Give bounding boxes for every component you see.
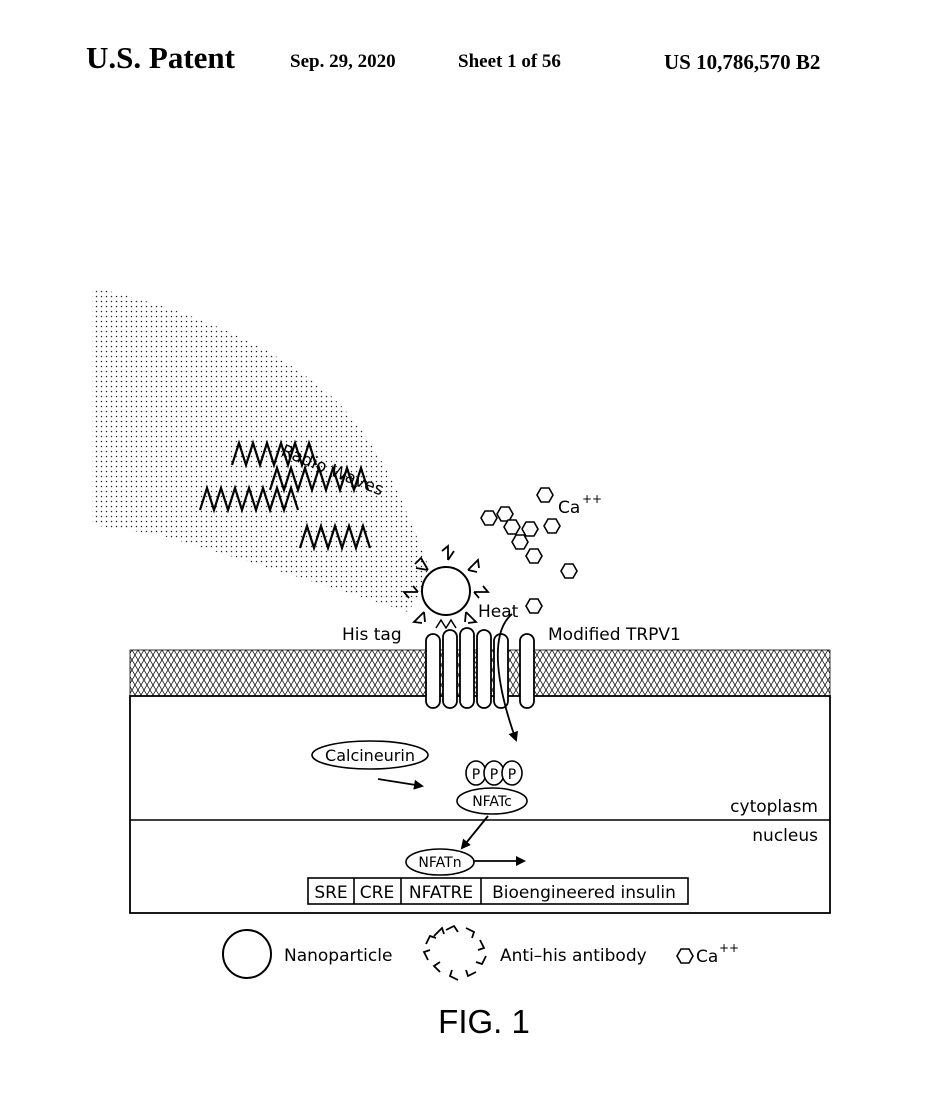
heat-arrow: [496, 613, 518, 742]
radio-wave-beam: [92, 287, 432, 612]
nucleus-label: nucleus: [752, 826, 818, 846]
trpv1-label: Modified TRPV1: [548, 625, 681, 645]
radio-wave-lines: [198, 439, 372, 552]
phosphate-groups: P P P: [465, 760, 523, 786]
translocation-arrow: [460, 815, 489, 850]
nfatn-label: NFATn: [418, 855, 461, 871]
gene-box-sre: SRE: [314, 883, 347, 903]
ca-ion: [496, 506, 514, 522]
ca-ion: [560, 563, 578, 579]
heat-label: Heat: [478, 602, 519, 622]
patent-date: Sep. 29, 2020: [290, 51, 396, 72]
nanoparticle: [421, 566, 471, 616]
phosphate-label: P: [490, 767, 498, 783]
gene-construct: SRE CRE NFATRE Bioengineered insulin: [307, 877, 689, 905]
ca-ion: [536, 487, 554, 503]
legend-nanoparticle-icon: [222, 929, 272, 979]
ca-label-top: Ca ++: [558, 492, 602, 518]
calcineurin-label: Calcineurin: [325, 746, 415, 765]
legend-antibody-label: Anti–his antibody: [500, 946, 647, 966]
legend-ca-icon: [676, 948, 694, 964]
radio-wave-line-2: [268, 464, 370, 494]
legend-ca-superscript: ++: [719, 941, 739, 955]
nfatc-label: NFATc: [472, 794, 512, 810]
figure-caption: FIG. 1: [438, 1003, 530, 1040]
nanoparticle-complex: [402, 544, 490, 630]
cytoplasm-label: cytoplasm: [730, 797, 818, 817]
ca-superscript: ++: [582, 492, 602, 506]
his-tag-links: [435, 618, 457, 630]
ca-ion: [525, 548, 543, 564]
radio-wave-line-1: [230, 439, 318, 469]
gene-box-insulin: Bioengineered insulin: [492, 883, 676, 903]
calcineurin-shape: [311, 740, 429, 770]
radio-wave-line-4: [298, 522, 372, 552]
calcineurin-arrow: [377, 778, 424, 790]
ca-ion: [543, 518, 561, 534]
nfatc-shape: [456, 787, 528, 815]
ca-ion: [503, 519, 521, 535]
his-tag-label: His tag: [342, 625, 402, 645]
legend-ca-label: Ca: [696, 947, 718, 967]
ca-ion: [525, 598, 543, 614]
patent-header: U.S. Patent Sep. 29, 2020 Sheet 1 of 56 …: [0, 0, 942, 120]
legend-nanoparticle-label: Nanoparticle: [284, 946, 392, 966]
ca-ion: [511, 534, 529, 550]
ca-ion: [521, 521, 539, 537]
patent-number: US 10,786,570 B2: [664, 50, 821, 74]
gene-box-nfatre: NFATRE: [409, 883, 473, 903]
legend-antibody-icon: [422, 924, 487, 981]
ca-label: Ca: [558, 498, 580, 518]
phosphate-label: P: [472, 767, 480, 783]
legend: Nanoparticle Anti–his antibody Ca ++: [222, 924, 739, 981]
phosphate-label: P: [508, 767, 516, 783]
radio-wave-line-3: [198, 484, 300, 514]
anti-his-antibodies: [402, 544, 490, 624]
patent-title: U.S. Patent: [86, 40, 235, 75]
ca-ion: [480, 510, 498, 526]
trpv1-channel: [425, 627, 535, 709]
nfatn-shape: [405, 848, 475, 876]
gene-box-cre: CRE: [360, 883, 394, 903]
sheet-number: Sheet 1 of 56: [458, 51, 561, 72]
